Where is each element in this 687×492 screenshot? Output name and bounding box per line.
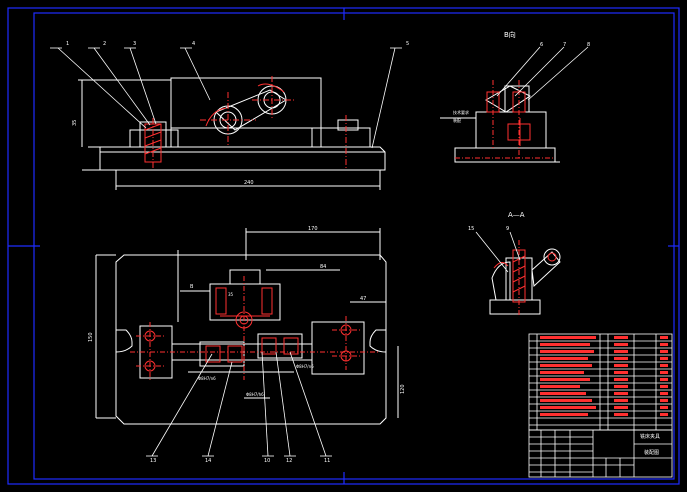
dim-top-side: 120 — [400, 384, 406, 394]
b-view-marker: B — [190, 284, 194, 290]
callout-1: 1 — [66, 41, 69, 47]
b-view-title: B向 — [504, 30, 516, 39]
callout-6: 6 — [540, 42, 543, 48]
callout-2: 2 — [103, 41, 106, 47]
top-view-red — [130, 276, 380, 380]
callout-4: 4 — [192, 41, 195, 47]
b-view-leaders — [496, 46, 589, 101]
callout-10: 10 — [264, 458, 270, 464]
outer-frame — [7, 7, 680, 485]
callout-14: 14 — [205, 458, 211, 464]
callout-12: 12 — [286, 458, 292, 464]
dim-top-right: 47 — [360, 296, 366, 302]
inner-frame — [33, 12, 675, 480]
callout-8: 8 — [587, 42, 590, 48]
callout-13: 13 — [150, 458, 156, 464]
callout-11: 11 — [324, 458, 330, 464]
b-view-red — [455, 80, 555, 160]
parts-list-text — [540, 336, 668, 416]
aa-view-leaders — [475, 231, 521, 273]
callout-15: 15 — [468, 226, 474, 232]
fit-note-bottom: Φ8H7/h6 — [246, 392, 264, 397]
dim-top-inner: 84 — [320, 264, 326, 270]
top-view-leaders — [146, 351, 332, 457]
dim-top-left-small: 35 — [228, 292, 234, 297]
b-view — [440, 85, 560, 163]
title-drawing-name: 铣床夹具 — [640, 433, 660, 440]
aa-view-title: A—A — [508, 211, 525, 219]
aa-view-red — [493, 240, 557, 316]
callout-3: 3 — [133, 41, 136, 47]
fit-note-left: Φ8H7/n6 — [198, 376, 216, 381]
dim-top-height: 150 — [88, 332, 94, 342]
callout-7: 7 — [563, 42, 566, 48]
b-view-note-2: 装配 — [453, 117, 461, 123]
frame-center-marks — [8, 8, 679, 484]
dim-front-width: 240 — [244, 180, 254, 186]
front-view — [78, 77, 386, 190]
dim-top-width: 170 — [308, 226, 318, 232]
callout-5: 5 — [406, 41, 409, 47]
title-block — [528, 429, 673, 478]
b-view-note-1: 技术要求 — [453, 109, 469, 115]
front-callout-leaders — [50, 47, 402, 149]
dim-front-height: 35 — [72, 120, 78, 126]
front-view-hatch — [144, 76, 347, 168]
title-drawing-no: 装配图 — [644, 449, 659, 456]
fit-note-right: Φ8H7/n6 — [296, 364, 314, 369]
callout-9: 9 — [506, 226, 509, 232]
